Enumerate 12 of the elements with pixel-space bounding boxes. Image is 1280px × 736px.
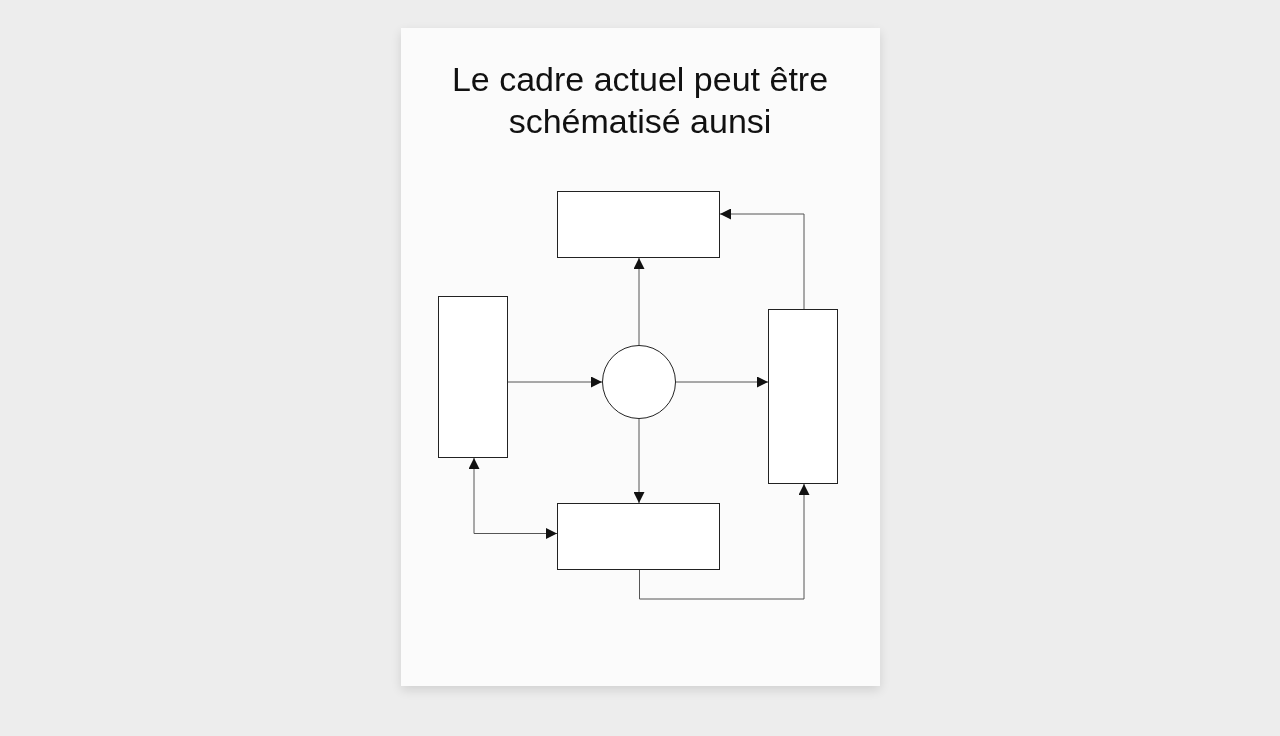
arrow <box>719 208 805 310</box>
arrow <box>675 376 769 388</box>
arrow <box>633 257 645 346</box>
title: Le cadre actuel peut être schématisé aunsi <box>450 59 830 142</box>
process-box <box>438 296 508 458</box>
arrow <box>633 418 645 504</box>
arrow <box>639 483 810 600</box>
process-box <box>768 309 838 484</box>
arrow <box>507 376 603 388</box>
process-box <box>557 503 720 570</box>
process-box <box>557 191 720 258</box>
arrow <box>468 457 558 539</box>
